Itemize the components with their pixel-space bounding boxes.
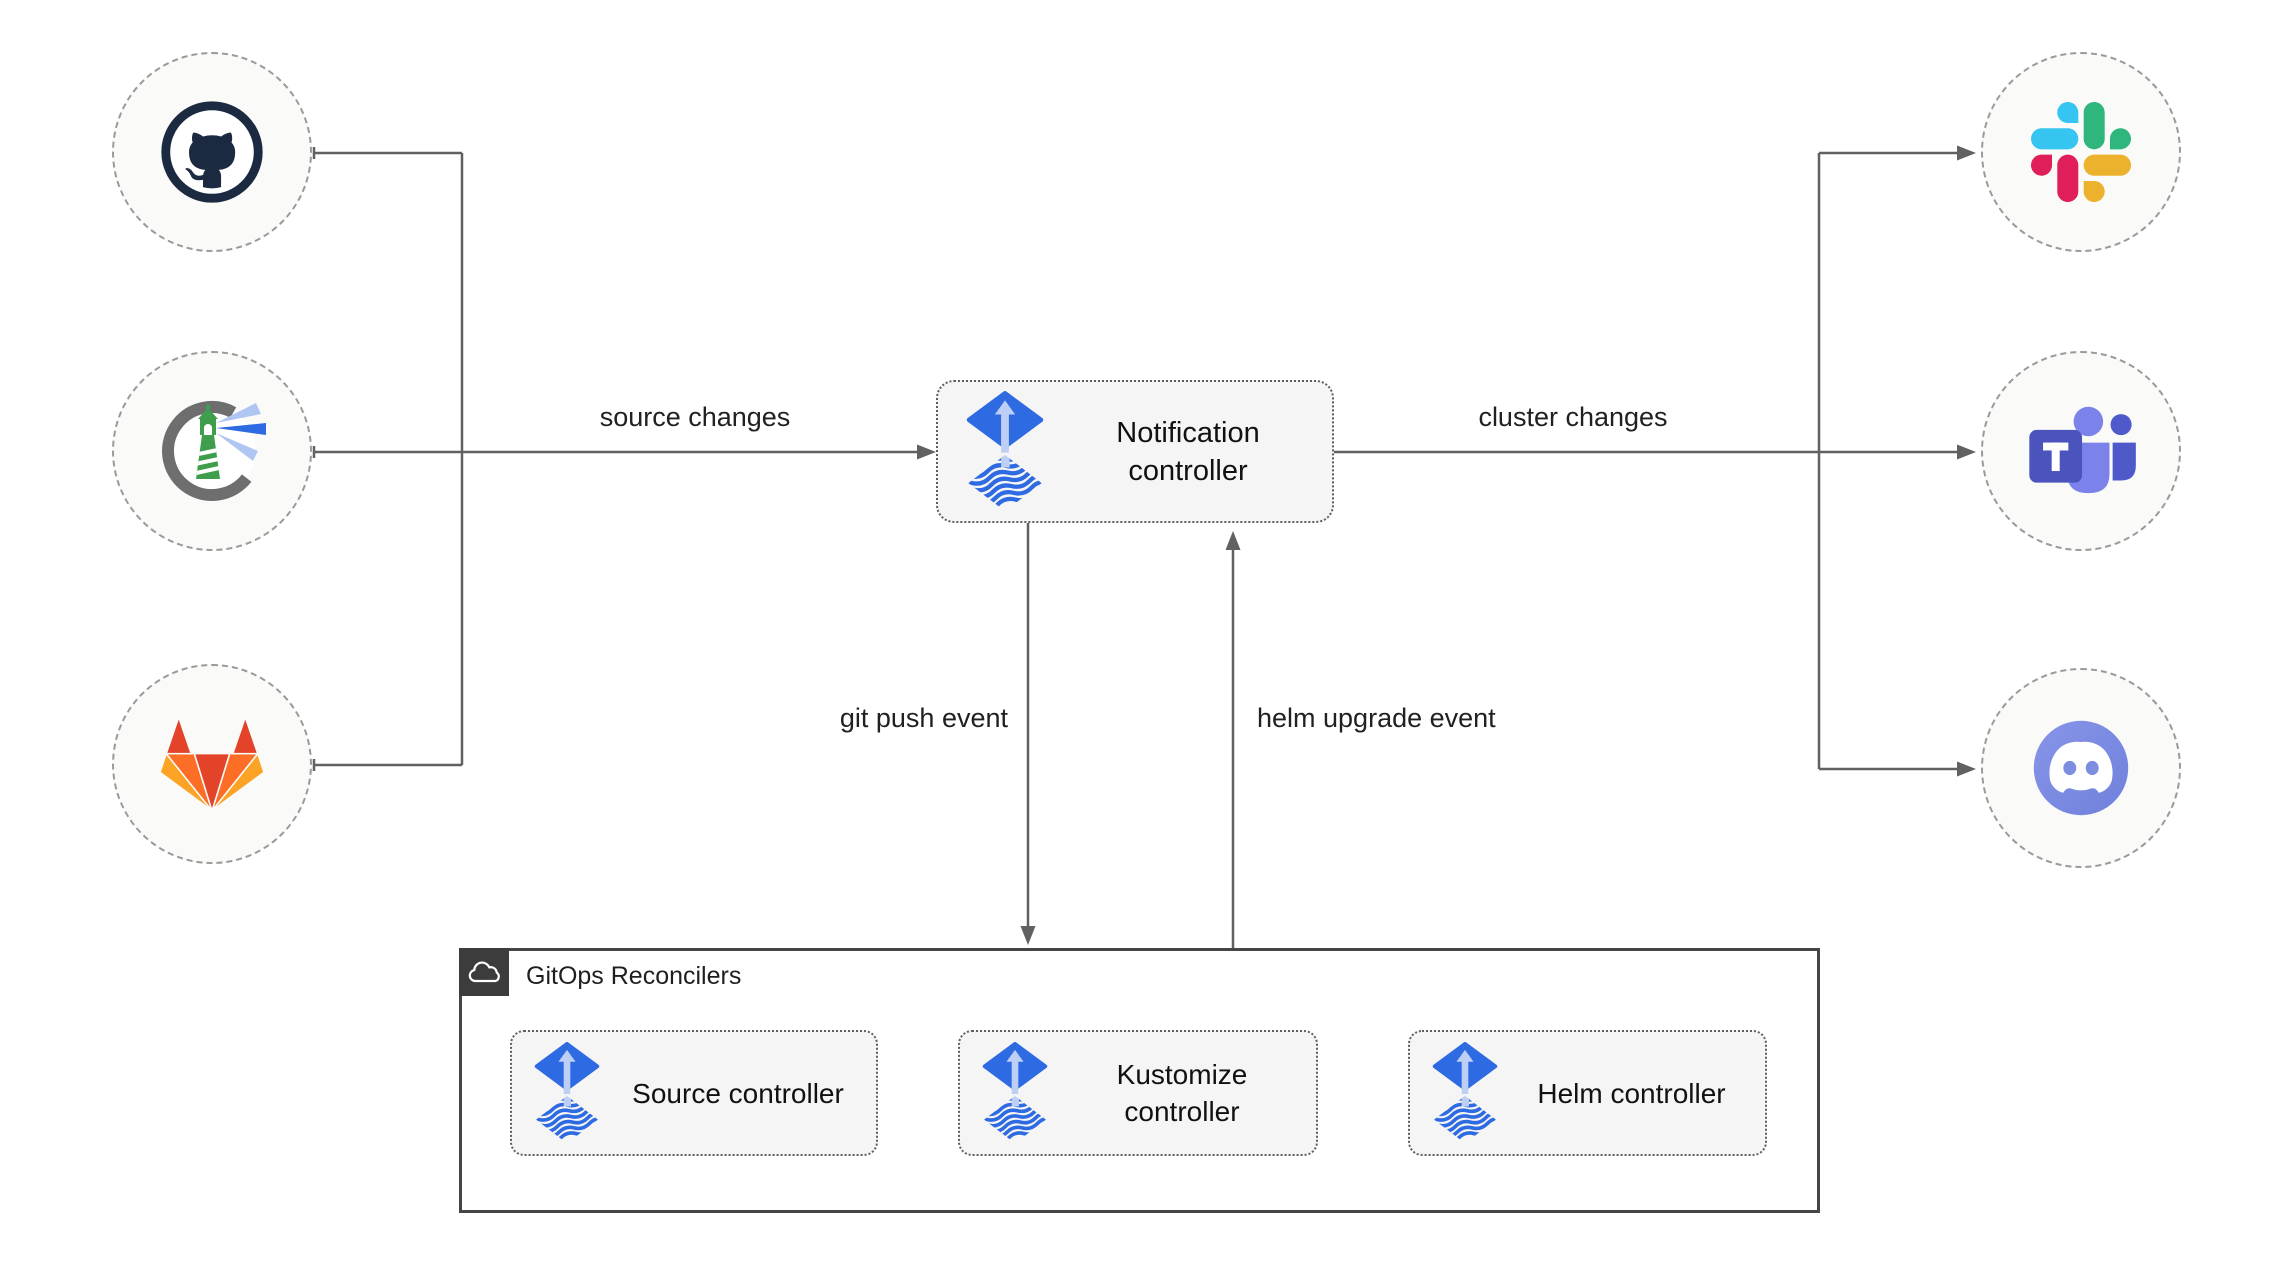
source-node-gitlab: [112, 664, 312, 864]
edge-label-cluster-changes: cluster changes: [1478, 402, 1668, 432]
source-node-harbor: [112, 351, 312, 551]
gitlab-icon: [160, 716, 264, 812]
harbor-icon: [162, 401, 266, 501]
cloud-icon: [468, 961, 500, 983]
flux-icon: [534, 1042, 600, 1144]
group-gitops-reconcilers: GitOps Reconcilers Source controller Kus…: [459, 948, 1820, 1213]
node-label: Notification controller: [1116, 416, 1260, 487]
flux-icon: [1432, 1042, 1498, 1144]
group-header-badge: [459, 948, 509, 996]
node-kustomize-controller: Kustomize controller: [958, 1030, 1318, 1156]
node-label: Source controller: [632, 1077, 844, 1109]
node-helm-controller: Helm controller: [1408, 1030, 1767, 1156]
node-label: Kustomize controller: [1116, 1059, 1248, 1127]
flux-icon: [982, 1042, 1048, 1144]
target-node-microsoft-teams: [1981, 351, 2181, 551]
slack-icon: [2031, 102, 2131, 202]
group-title: GitOps Reconcilers: [526, 962, 742, 990]
flux-icon: [966, 391, 1044, 512]
node-label: Helm controller: [1537, 1077, 1726, 1109]
github-icon: [161, 101, 263, 203]
node-source-controller: Source controller: [510, 1030, 878, 1156]
target-node-slack: [1981, 52, 2181, 252]
edge-label-helm-upgrade-event: helm upgrade event: [1257, 703, 1496, 733]
node-notification-controller: Notification controller: [936, 380, 1334, 523]
discord-icon: [2033, 720, 2129, 816]
source-node-github: [112, 52, 312, 252]
edge-label-source-changes: source changes: [599, 402, 791, 432]
edge-label-git-push-event: git push event: [839, 703, 1008, 733]
target-node-discord: [1981, 668, 2181, 868]
microsoft-teams-icon: [2029, 406, 2136, 494]
